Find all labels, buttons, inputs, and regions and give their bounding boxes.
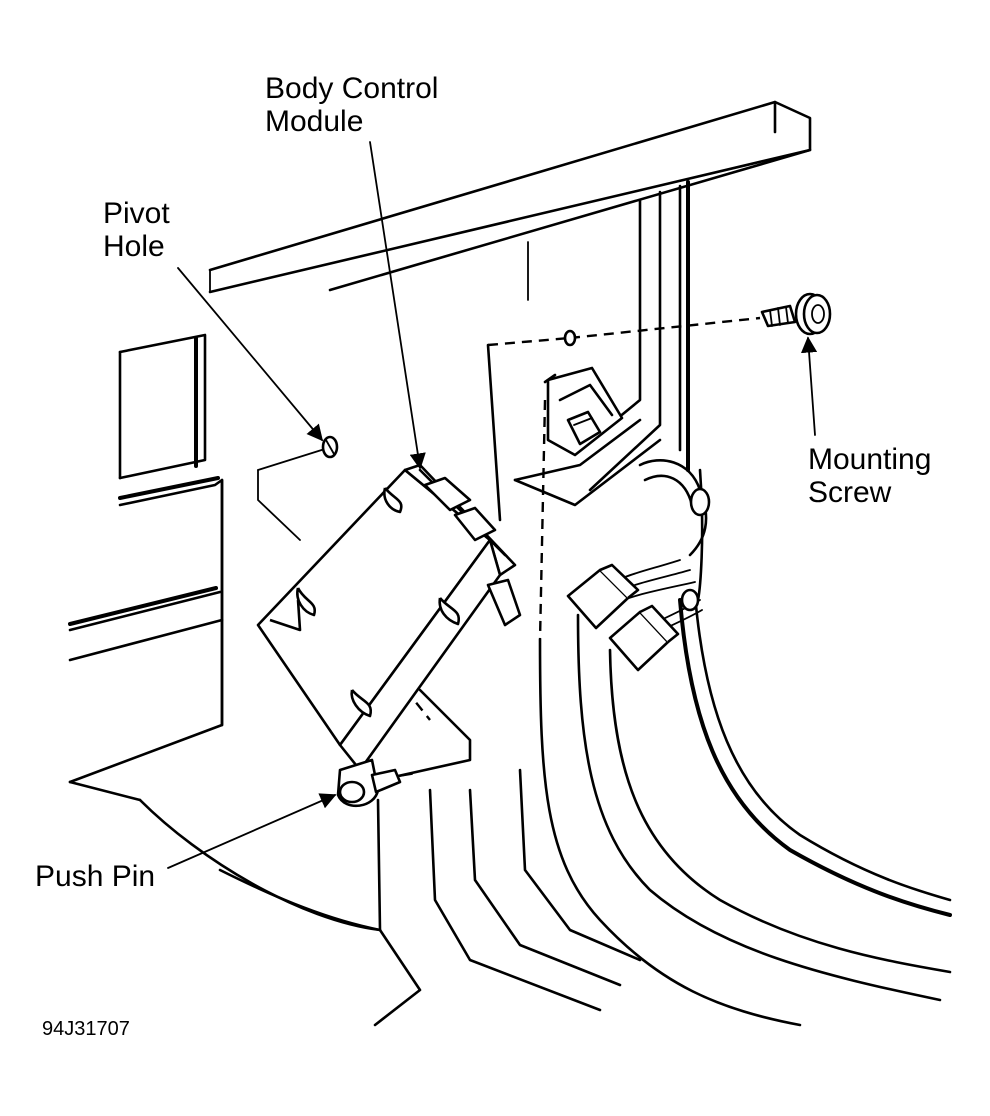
push-pin-label-text: Push Pin (35, 860, 156, 893)
pivot-hole (321, 435, 339, 459)
body-control-module (256, 463, 522, 808)
pivot-hole-label: Pivot Hole (103, 197, 170, 263)
figure-id: 94J31707 (42, 1018, 130, 1040)
lower-body-curves (538, 468, 952, 1027)
body-control-module-label-line1: Body Control (265, 72, 439, 105)
top-rail (208, 100, 812, 294)
body-control-module-label: Body Control Module (265, 72, 438, 138)
mounting-screw-label: Mounting Screw (808, 443, 931, 509)
leader-arrows (167, 141, 818, 869)
lower-floor-lines (68, 768, 642, 1027)
push-pin-label: Push Pin (35, 860, 155, 893)
mounting-bracket (543, 366, 624, 457)
mounting-screw-label-line1: Mounting (808, 443, 932, 476)
mounting-screw-label-line2: Screw (808, 476, 892, 509)
pivot-hole-label-line2: Hole (103, 230, 165, 263)
push-pin-leader-arrow (167, 793, 337, 869)
screw-hole (563, 329, 577, 347)
wiring-harness (566, 459, 711, 672)
mounting-screw (760, 292, 832, 336)
pivot-hole-label-line1: Pivot (103, 197, 170, 230)
pillar (513, 180, 690, 507)
pivot-hole-leader-arrow (177, 267, 324, 442)
mounting-screw-leader-arrow (800, 336, 818, 436)
bcm-leader-arrow (369, 141, 426, 470)
left-panel (68, 333, 224, 784)
body-control-module-label-line2: Module (265, 105, 364, 138)
